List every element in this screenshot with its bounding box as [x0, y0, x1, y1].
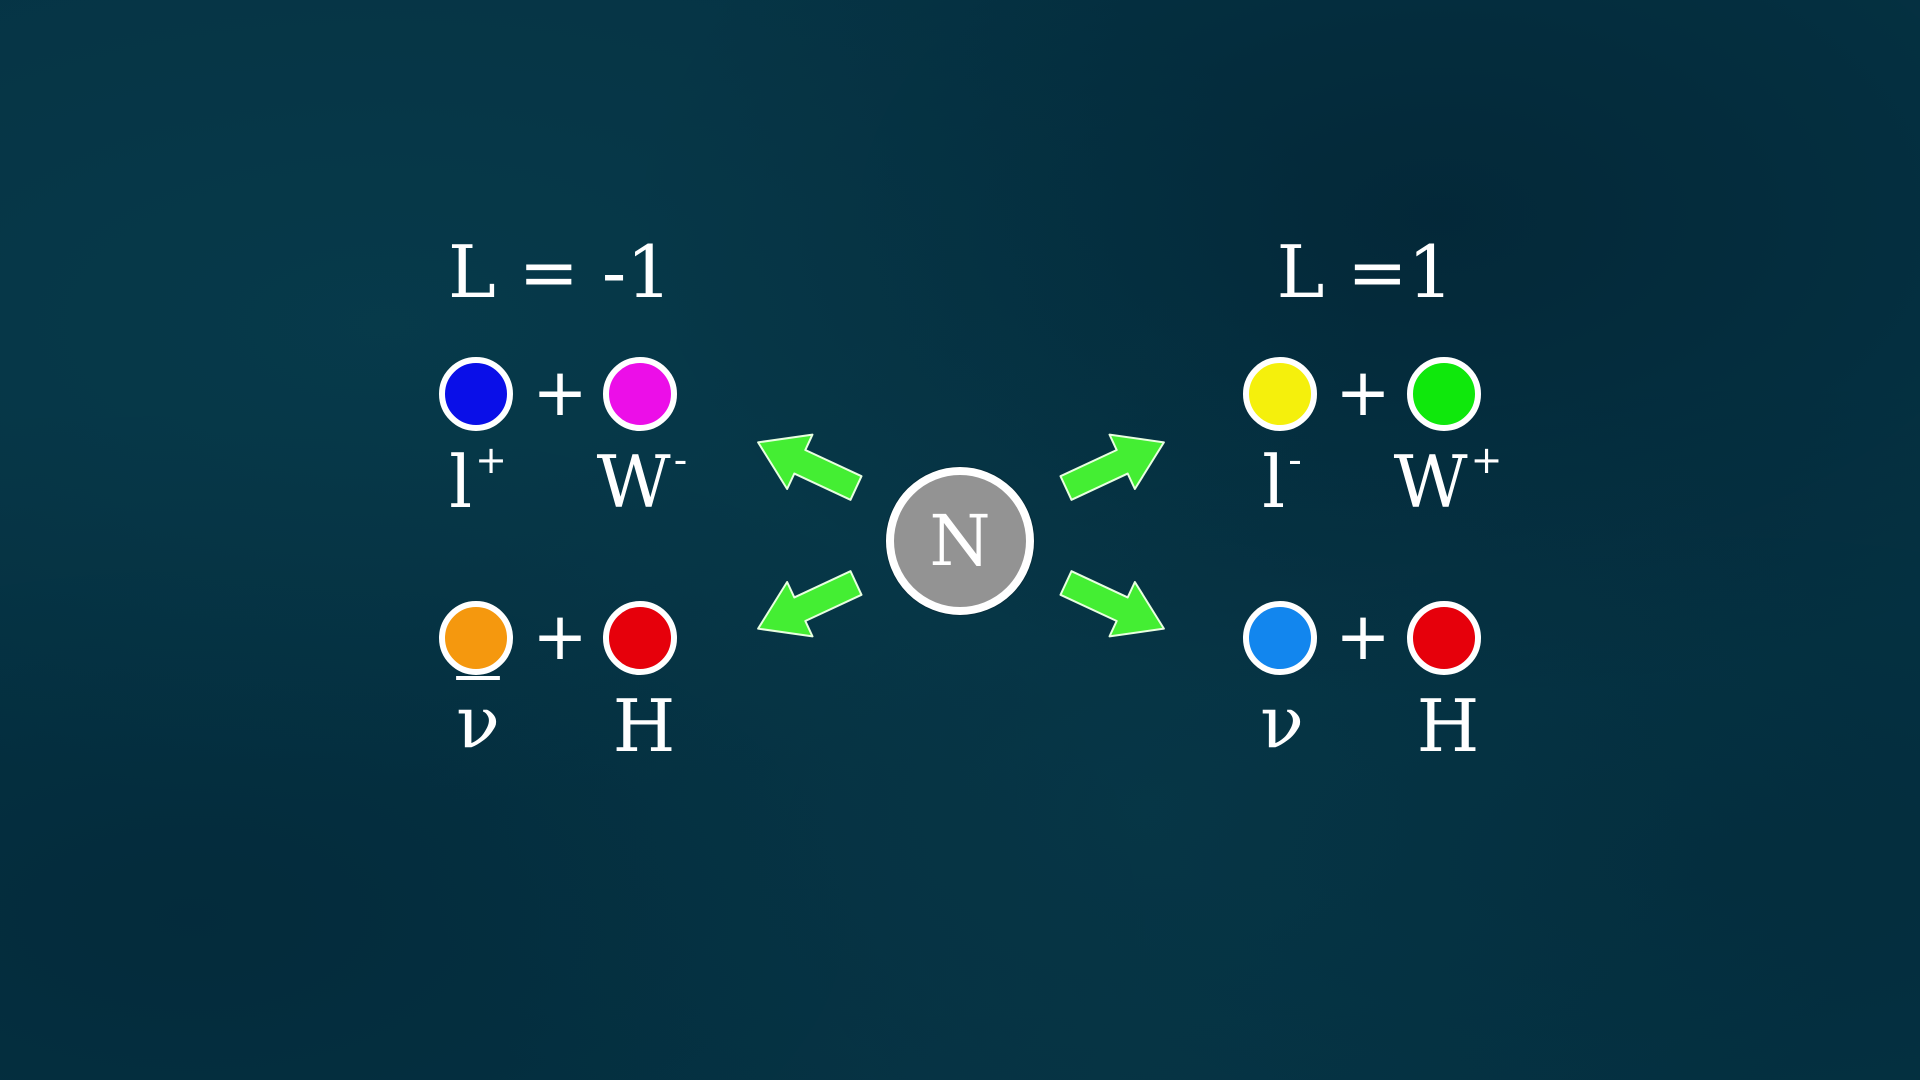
lepton-number-left-heading: L = -1: [447, 230, 673, 314]
antilepton-particle: [439, 357, 513, 431]
higgs-particle: [603, 601, 677, 675]
plus-sign: +: [532, 598, 588, 675]
higgs-particle: [1407, 601, 1481, 675]
arrow-down-right: [1059, 570, 1165, 638]
lepton-number-right-heading: L =1: [1276, 230, 1454, 314]
arrow-up-right: [1059, 433, 1165, 501]
plus-sign: +: [1335, 598, 1391, 675]
arrow-down-left: [757, 570, 863, 638]
neutrino-label: ν: [1260, 680, 1304, 764]
lepton-label: l-: [1262, 438, 1302, 524]
neutrino-particle: [1243, 601, 1317, 675]
w-plus-particle: [1407, 357, 1481, 431]
plus-sign: +: [1335, 354, 1391, 431]
higgs-label: H: [612, 684, 676, 768]
lepton-particle: [1243, 357, 1317, 431]
w-minus-label: W-: [596, 438, 688, 524]
antilepton-label: l+: [449, 438, 507, 524]
arrow-up-left: [757, 433, 863, 501]
antineutrino-label: ν: [456, 680, 500, 764]
antineutrino-particle: [439, 601, 513, 675]
higgs-label: H: [1416, 684, 1480, 768]
w-minus-particle: [603, 357, 677, 431]
plus-sign: +: [532, 354, 588, 431]
heavy-neutrino-label: N: [929, 500, 991, 582]
w-plus-label: W+: [1393, 438, 1503, 524]
heavy-neutrino-particle: N: [886, 467, 1034, 615]
